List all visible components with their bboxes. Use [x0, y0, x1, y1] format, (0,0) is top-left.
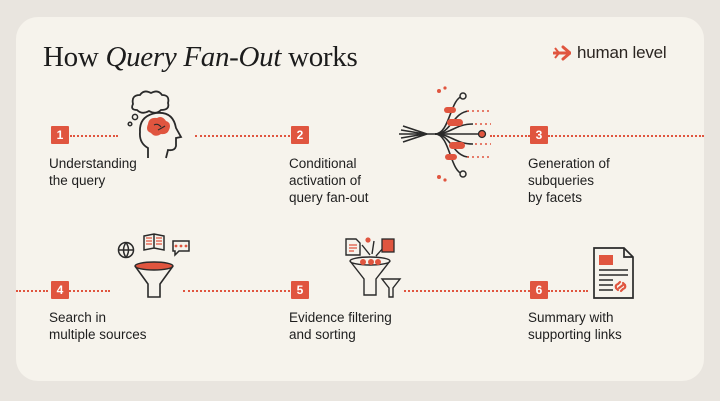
step-1-label: Understanding the query: [49, 156, 137, 188]
fan-out-branches-icon: [399, 86, 491, 182]
title-suffix: works: [281, 41, 358, 73]
step-1-number: 1: [51, 126, 69, 144]
funnel-sources-icon: [117, 233, 190, 298]
step-6-number: 6: [530, 281, 548, 299]
step-6-label: Summary with supporting links: [528, 310, 622, 342]
connector-line: [404, 290, 530, 292]
arrow-logo-icon: [553, 45, 571, 61]
connector-line: [195, 135, 290, 137]
title-emphasis: Query Fan-Out: [105, 41, 282, 73]
step-3-number: 3: [530, 126, 548, 144]
connector-line: [16, 290, 48, 292]
step-5-number: 5: [291, 281, 309, 299]
connector-line: [548, 290, 588, 292]
connector-line: [183, 290, 290, 292]
connector-line: [70, 135, 118, 137]
connector-line: [548, 135, 704, 137]
brand-name: human level: [577, 43, 667, 62]
funnel-filter-icon: [345, 237, 402, 298]
step-5-label: Evidence filtering and sorting: [289, 310, 392, 342]
connector-line: [490, 135, 530, 137]
infographic-card: [16, 17, 704, 381]
step-4-label: Search in multiple sources: [49, 310, 147, 342]
brain-head-icon: [127, 90, 183, 159]
step-2-number: 2: [291, 126, 309, 144]
connector-line: [66, 290, 110, 292]
step-3-label: Generation of subqueries by facets: [528, 156, 610, 205]
page-title: How Query Fan-Out works: [43, 41, 358, 74]
document-links-icon: [593, 247, 634, 299]
step-4-number: 4: [51, 281, 69, 299]
step-2-label: Conditional activation of query fan-out: [289, 156, 369, 205]
title-prefix: How: [43, 41, 106, 73]
brand-logo: human level: [553, 43, 667, 63]
